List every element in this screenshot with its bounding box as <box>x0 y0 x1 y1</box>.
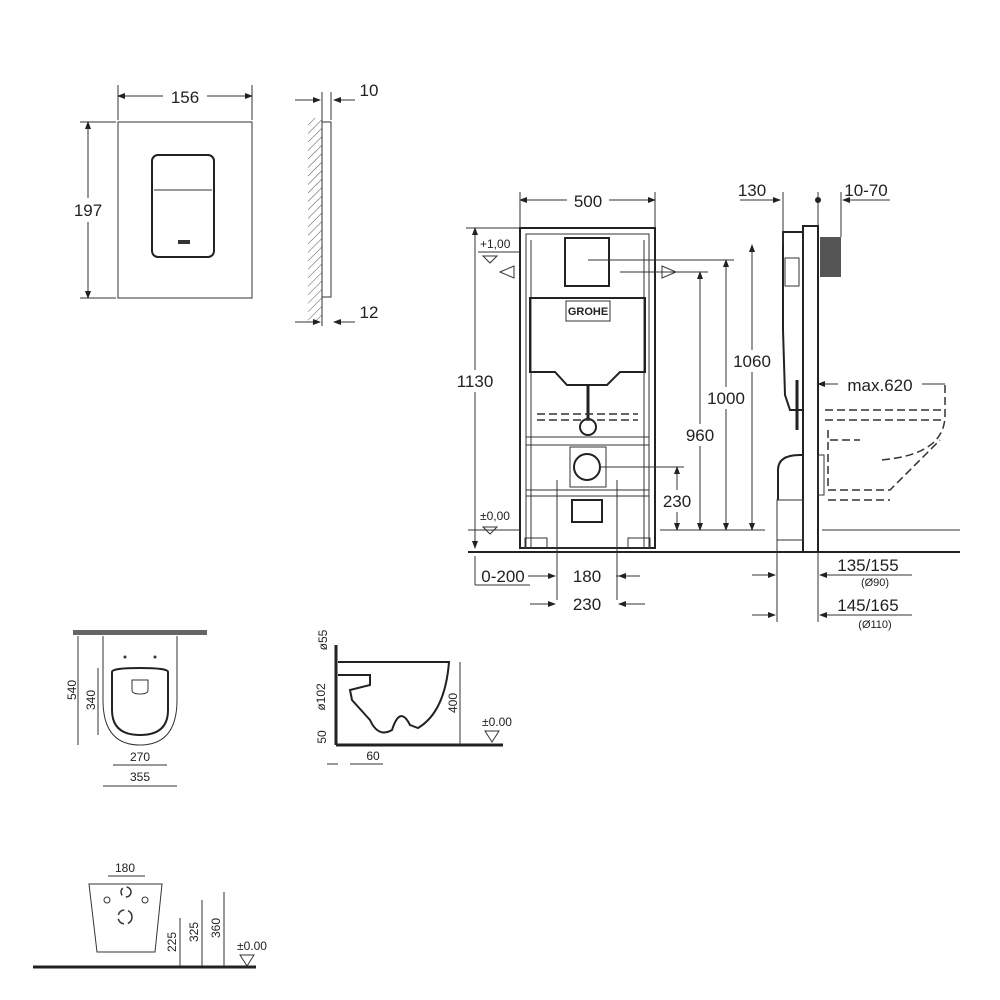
dim-340: 340 <box>84 690 98 710</box>
dim-230-bottom: 230 <box>573 595 601 614</box>
wall-panel <box>820 237 841 277</box>
dim-plate-height: 197 <box>74 201 102 220</box>
dim-plate-thickness-top: 10 <box>360 81 379 100</box>
dim-d102: ø102 <box>314 683 328 711</box>
toilet-seat <box>111 666 169 737</box>
bowl-rear-view: 180 225 325 360 ±0.00 <box>33 861 267 969</box>
bowl-profile <box>338 661 451 734</box>
bowl-top-view: 540 340 270 355 <box>65 630 207 787</box>
level-mark-top: +1,00 <box>480 237 511 251</box>
frame-side-view: 130 10-70 max.620 135/155 (Ø90) 145/165 … <box>738 181 946 631</box>
dim-180: 180 <box>573 567 601 586</box>
dim-135-155: 135/155 <box>837 556 898 575</box>
dim-rear-180: 180 <box>115 861 135 875</box>
cistern <box>529 297 646 386</box>
dim-355: 355 <box>130 770 150 784</box>
dim-325: 325 <box>187 922 201 942</box>
dim-1060: 1060 <box>733 352 771 371</box>
level-mark-bowl-side: ±0.00 <box>482 715 512 729</box>
level-mark-bowl-rear: ±0.00 <box>237 939 267 953</box>
dim-wall-thickness: 10-70 <box>844 181 887 200</box>
dim-plate-width: 156 <box>171 88 199 107</box>
pipe-110: (Ø110) <box>858 619 891 631</box>
dim-plate-thickness-bottom: 12 <box>360 303 379 322</box>
frame-front-view: GROHE 500 1130 +1,00 ±0,00 960 1000 1060… <box>452 190 960 614</box>
dim-d55: ø55 <box>316 629 330 650</box>
dim-270: 270 <box>130 750 150 764</box>
dim-max-620: max.620 <box>847 376 912 395</box>
dim-145-165: 145/165 <box>837 596 898 615</box>
flush-plate-side: 10 12 <box>295 81 378 326</box>
svg-text:GROHE: GROHE <box>568 306 608 318</box>
level-mark-zero: ±0,00 <box>480 509 510 523</box>
dim-960: 960 <box>686 426 714 445</box>
flush-button <box>151 154 215 258</box>
dim-540: 540 <box>65 680 79 700</box>
drain-connection <box>573 453 601 481</box>
dim-frame-height: 1130 <box>457 372 494 391</box>
bowl-side-view: 400 ø55 ø102 50 60 ±0.00 <box>314 629 512 765</box>
dim-foot-adjust: 0-200 <box>481 567 524 586</box>
dim-depth: 130 <box>738 181 766 200</box>
dim-360: 360 <box>209 918 223 938</box>
dim-50: 50 <box>315 730 329 744</box>
pipe-90: (Ø90) <box>861 577 889 589</box>
water-inlet-left-icon <box>498 265 515 279</box>
grohe-logo <box>565 300 611 322</box>
dim-frame-width: 500 <box>574 192 602 211</box>
dim-1000: 1000 <box>707 389 745 408</box>
dim-400: 400 <box>446 693 460 713</box>
dim-230: 230 <box>663 492 691 511</box>
dim-225: 225 <box>165 932 179 952</box>
flush-plate-front: 156 197 <box>66 85 253 299</box>
dim-60: 60 <box>366 749 380 763</box>
actuator-opening <box>564 237 610 287</box>
